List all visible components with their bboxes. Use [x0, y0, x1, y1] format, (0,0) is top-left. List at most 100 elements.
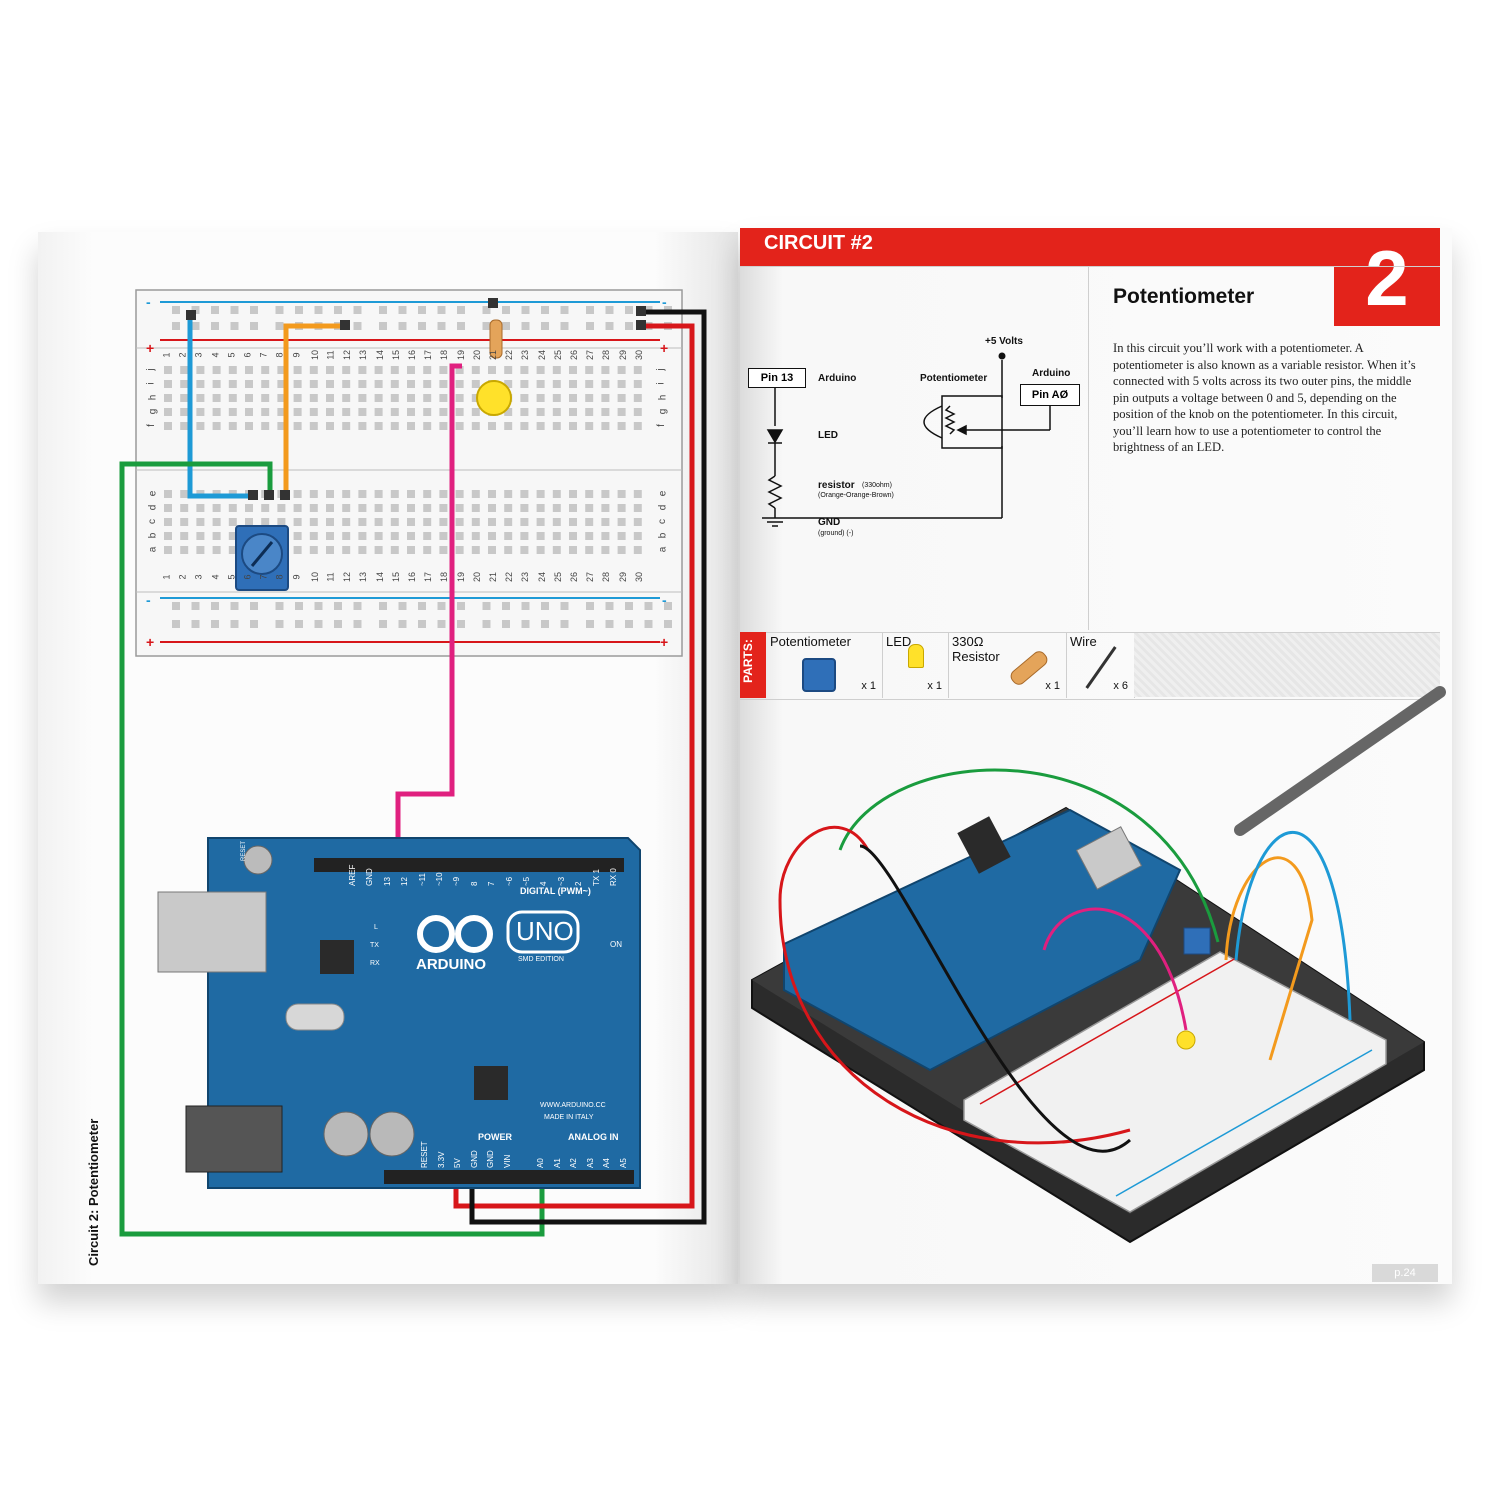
- arduino-reset-label: RESET: [241, 840, 248, 862]
- schematic-led: LED: [818, 430, 838, 441]
- breadboard-hole: [390, 366, 399, 374]
- row-letter: h: [657, 394, 669, 401]
- column-number: 20: [471, 571, 482, 583]
- breadboard-hole: [471, 518, 480, 526]
- rail-hole: [275, 620, 284, 628]
- breadboard-hole: [180, 504, 189, 512]
- breadboard-hole: [471, 546, 480, 554]
- rail-hole: [230, 602, 239, 610]
- breadboard-hole: [633, 422, 642, 430]
- row-letter: i: [655, 382, 667, 385]
- breadboard-hole: [455, 380, 464, 388]
- breadboard-hole: [439, 422, 448, 430]
- row-letter: f: [145, 424, 157, 427]
- arduino-pin-label: ~6: [504, 876, 514, 886]
- breadboard-hole: [228, 504, 237, 512]
- column-number: 18: [439, 349, 450, 361]
- parts-bar: [740, 632, 1440, 700]
- breadboard-hole: [293, 532, 302, 540]
- rail-hole: [560, 620, 569, 628]
- rail-hole: [191, 620, 200, 628]
- breadboard-hole: [374, 490, 383, 498]
- breadboard-hole: [358, 380, 367, 388]
- breadboard-hole: [569, 518, 577, 526]
- breadboard-hole: [455, 532, 464, 540]
- part-resistor: 330Ω Resistor x 1: [948, 632, 1067, 698]
- rail-hole: [502, 306, 510, 314]
- rail-hole: [250, 602, 258, 610]
- schematic-gnd-sub: (ground) (-): [818, 530, 854, 537]
- breadboard-hole: [471, 532, 480, 540]
- column-number: 1: [161, 352, 172, 358]
- rail-hole: [502, 620, 510, 628]
- rail-hole: [502, 602, 510, 610]
- breadboard-hole: [617, 422, 626, 430]
- arduino-l-label: L: [374, 924, 378, 931]
- column-number: 18: [439, 571, 450, 583]
- breadboard-hole: [552, 422, 561, 430]
- rail-hole: [250, 620, 258, 628]
- schematic-resistor-colors: (Orange-Orange-Brown): [818, 492, 894, 499]
- schematic-arduino-right: Arduino: [1032, 368, 1071, 379]
- breadboard-hole: [245, 366, 253, 374]
- part-name: LED: [886, 634, 912, 649]
- rail-hole: [418, 306, 426, 314]
- column-divider: [1088, 266, 1089, 630]
- breadboard-holes: [164, 306, 672, 628]
- breadboard-hole: [585, 490, 594, 498]
- rail-hole: [314, 620, 323, 628]
- column-number: 9: [291, 352, 302, 358]
- breadboard-hole: [455, 490, 464, 498]
- breadboard-hole: [309, 546, 318, 554]
- arduino-tx-label: TX: [370, 942, 379, 949]
- breadboard-hole: [471, 380, 480, 388]
- breadboard-hole: [407, 532, 415, 540]
- breadboard-hole: [520, 518, 529, 526]
- rail-hole: [605, 620, 614, 628]
- arduino-analog-pin-label: A3: [585, 1158, 595, 1168]
- left-page-caption: Circuit 2: Potentiometer: [86, 1118, 101, 1266]
- part-led: LED x 1: [882, 632, 949, 698]
- column-number: 12: [342, 571, 353, 583]
- breadboard-hole: [228, 422, 237, 430]
- breadboard-hole: [536, 532, 545, 540]
- breadboard-hole: [358, 490, 367, 498]
- breadboard-hole: [342, 408, 351, 416]
- column-number: 1: [161, 574, 172, 580]
- breadboard-hole: [520, 504, 529, 512]
- wire-orange: [283, 323, 346, 496]
- breadboard-hole: [212, 366, 221, 374]
- breadboard-hole: [552, 366, 561, 374]
- part-potentiometer: Potentiometer x 1: [766, 632, 883, 698]
- breadboard-hole: [504, 408, 513, 416]
- breadboard-hole: [585, 504, 594, 512]
- column-number: 26: [569, 571, 580, 583]
- rail-hole: [625, 602, 633, 610]
- breadboard-hole: [245, 394, 253, 402]
- column-number: 16: [407, 571, 418, 583]
- rail-hole: [353, 620, 362, 628]
- rail-hole: [457, 306, 465, 314]
- rail-hole: [211, 306, 219, 314]
- column-number: 26: [569, 349, 580, 361]
- arduino-analog-pin-label: A5: [619, 1158, 628, 1168]
- breadboard-hole: [390, 518, 399, 526]
- breadboard-hole: [536, 422, 545, 430]
- breadboard-hole: [374, 546, 383, 554]
- row-letter: c: [147, 519, 158, 524]
- arduino-model: UNO: [516, 916, 574, 946]
- breadboard-hole: [569, 490, 577, 498]
- breadboard-hole: [617, 408, 626, 416]
- column-number: 2: [177, 574, 188, 580]
- rail-plus-bottom: +: [146, 634, 155, 650]
- breadboard-hole: [164, 546, 172, 554]
- breadboard-hole: [180, 408, 189, 416]
- breadboard-hole: [293, 366, 302, 374]
- column-number: 27: [585, 571, 596, 583]
- breadboard-hole: [196, 380, 205, 388]
- rail-hole: [437, 602, 446, 610]
- breadboard-hole: [342, 518, 351, 526]
- arduino-power-pin-label: GND: [469, 1150, 479, 1168]
- breadboard-hole: [407, 408, 415, 416]
- schematic-potentiometer: Potentiometer: [920, 373, 988, 384]
